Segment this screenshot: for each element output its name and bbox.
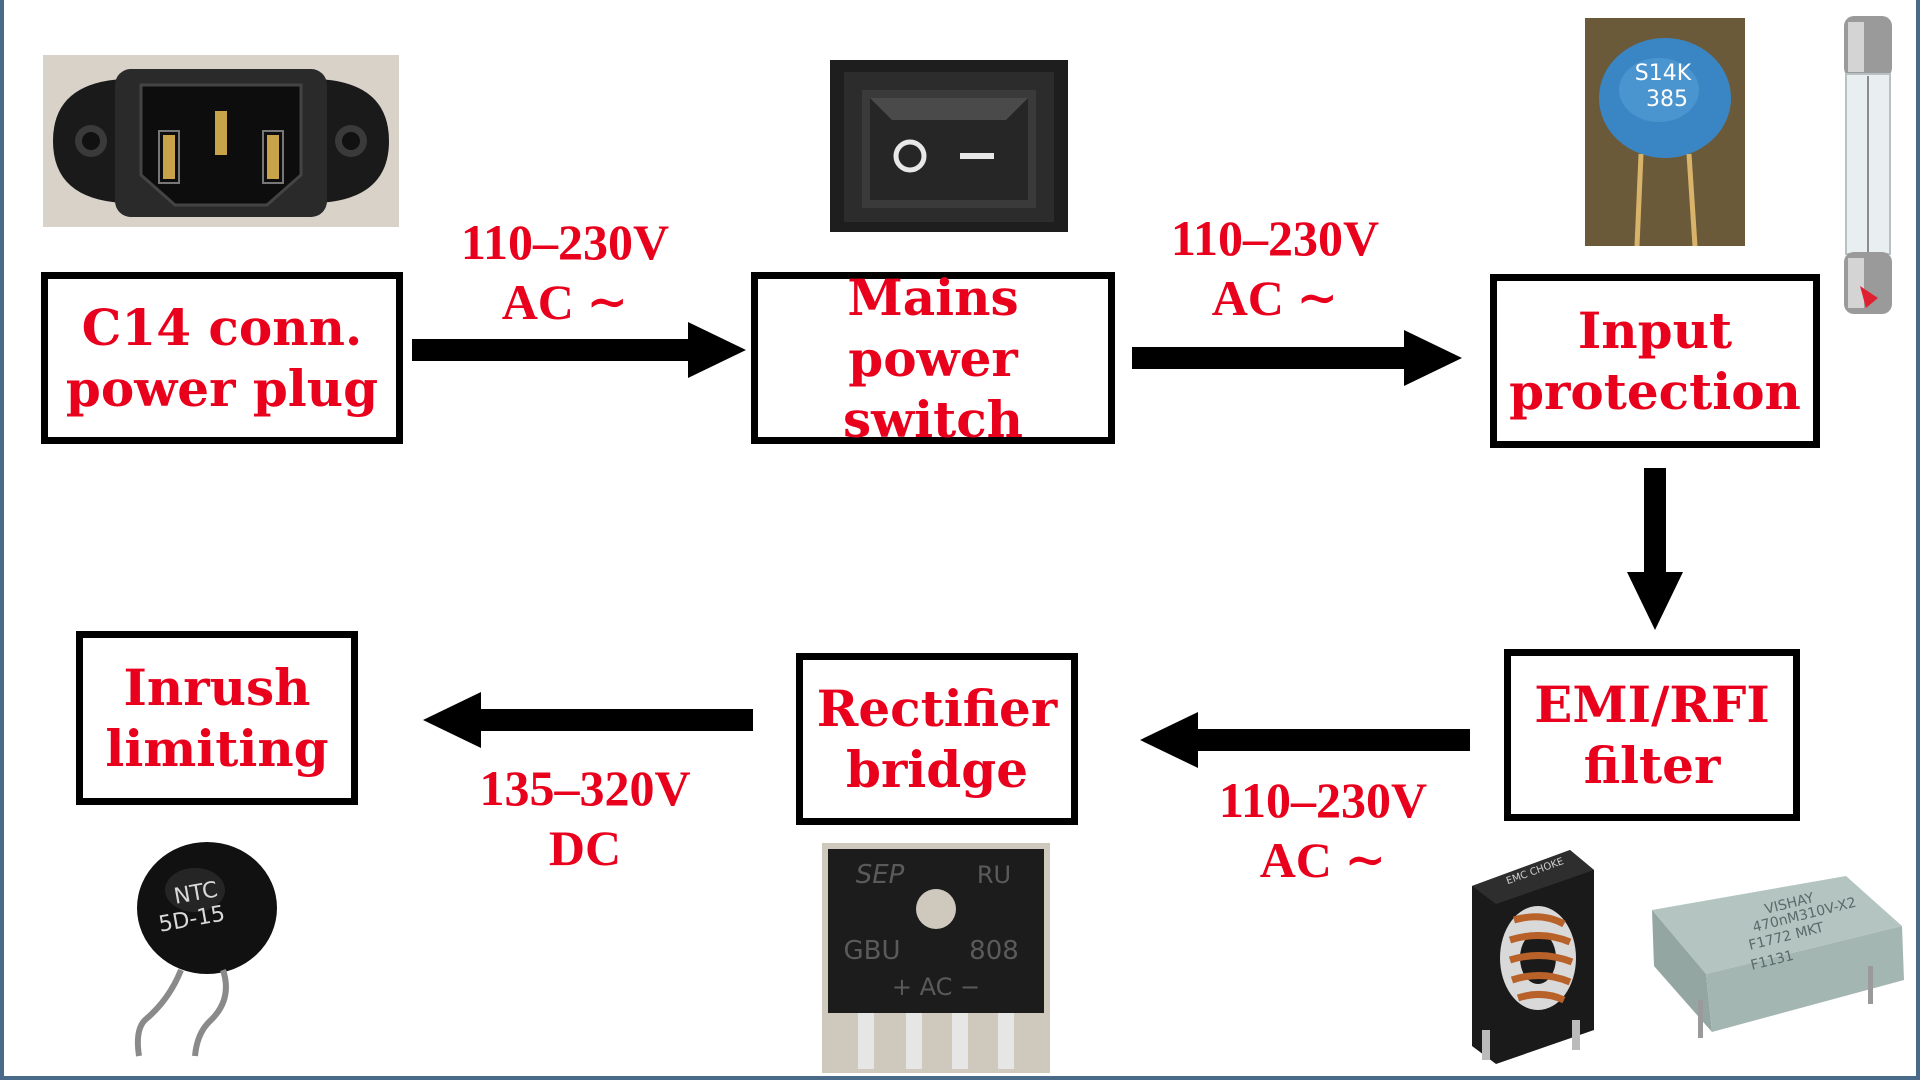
block-c14-connector: C14 conn. power plug	[41, 272, 403, 444]
bridge-ul-mark: RU	[977, 861, 1011, 889]
label-emi-to-rectifier-type: AC ∼	[1259, 832, 1387, 888]
block-c14-line1: C14 conn.	[81, 298, 363, 357]
bridge-rectifier-photo: SEP RU GBU 808 + AC −	[822, 843, 1050, 1073]
arrow-emi-to-rectifier	[1140, 712, 1470, 768]
block-switch-line1: Mains power	[847, 267, 1019, 388]
block-emi-line2: filter	[1583, 736, 1721, 795]
common-mode-choke-photo: EMC CHOKE	[1472, 850, 1594, 1064]
block-inrush-line2: limiting	[105, 719, 329, 778]
label-plug-to-switch: 110–230V AC ∼	[440, 212, 690, 332]
glass-fuse-photo	[1844, 16, 1892, 314]
block-protection-line1: Input	[1577, 301, 1733, 360]
arrow-rectifier-to-inrush	[423, 692, 753, 748]
block-mains-switch: Mains power switch	[751, 268, 1115, 449]
varistor-marking-1: S14K	[1635, 61, 1692, 86]
c14-connector-photo	[43, 55, 399, 227]
block-inrush-limiting: Inrush limiting	[76, 631, 358, 805]
label-switch-to-protection: 110–230V AC ∼	[1150, 208, 1400, 328]
block-emi-line1: EMI/RFI	[1534, 675, 1770, 734]
label-plug-to-switch-type: AC ∼	[501, 274, 629, 330]
arrow-switch-to-protection	[1132, 330, 1462, 386]
block-emi-filter: EMI/RFI filter	[1504, 649, 1800, 821]
rocker-switch-photo	[830, 60, 1068, 232]
label-rectifier-to-inrush-type: DC	[548, 820, 622, 876]
label-switch-to-protection-voltage: 110–230V	[1170, 210, 1380, 266]
block-rectifier-line1: Rectifier	[816, 679, 1058, 738]
arrow-protection-to-emi	[1627, 468, 1683, 630]
block-c14-line2: power plug	[65, 359, 379, 418]
varistor-photo: S14K 385	[1585, 18, 1745, 246]
block-switch-line2: switch	[842, 389, 1024, 449]
x2-capacitor-photo: VISHAY 470nM310V-X2 F1772 MKT F1131	[1652, 876, 1904, 1038]
label-rectifier-to-inrush: 135–320V DC	[460, 758, 710, 878]
label-emi-to-rectifier-voltage: 110–230V	[1218, 772, 1428, 828]
label-emi-to-rectifier: 110–230V AC ∼	[1198, 770, 1448, 890]
block-input-protection: Input protection	[1490, 274, 1820, 448]
block-protection-line2: protection	[1509, 362, 1801, 421]
bridge-number: 808	[969, 936, 1019, 966]
cursor-icon	[1860, 286, 1878, 308]
label-switch-to-protection-type: AC ∼	[1211, 270, 1339, 326]
bridge-marks: + AC −	[892, 973, 980, 1001]
varistor-marking-2: 385	[1646, 87, 1688, 112]
label-rectifier-to-inrush-voltage: 135–320V	[479, 760, 691, 816]
label-plug-to-switch-voltage: 110–230V	[460, 214, 670, 270]
bridge-brand: SEP	[856, 860, 905, 890]
bridge-part: GBU	[843, 936, 900, 966]
block-rectifier-line2: bridge	[845, 740, 1029, 799]
block-rectifier-bridge: Rectifier bridge	[796, 653, 1078, 825]
arrow-plug-to-switch	[412, 322, 746, 378]
block-inrush-line1: Inrush	[123, 658, 311, 717]
ntc-thermistor-photo: NTC 5D-15	[134, 842, 277, 1057]
